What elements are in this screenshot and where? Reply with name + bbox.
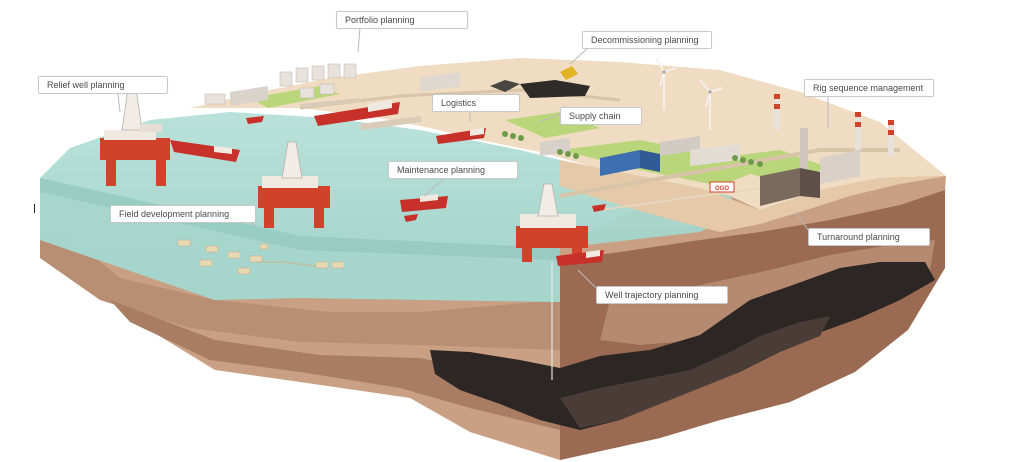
warehouses <box>230 72 740 176</box>
label-portfolio-planning: Portfolio planning <box>336 11 468 29</box>
offshore-rig-well-trajectory <box>516 183 588 380</box>
subsea-modules <box>177 239 345 275</box>
label-relief-well-planning: Relief well planning <box>38 76 168 94</box>
label-rig-sequence-management: Rig sequence management <box>804 79 934 97</box>
refinery-sign-text: OGO <box>715 186 729 192</box>
ships <box>170 100 606 266</box>
label-logistics: Logistics <box>432 94 520 112</box>
jetties <box>300 98 422 130</box>
trees <box>502 131 763 167</box>
wind-turbines <box>655 57 723 130</box>
reservoir-layer <box>430 262 935 430</box>
label-maintenance-planning: Maintenance planning <box>388 161 518 179</box>
storage-tanks <box>204 63 357 105</box>
flare-stacks <box>774 94 894 156</box>
label-turnaround-planning: Turnaround planning <box>808 228 930 246</box>
offshore-rig-field-development <box>258 141 330 228</box>
label-well-trajectory-planning: Well trajectory planning <box>596 286 728 304</box>
label-decommissioning-planning: Decommissioning planning <box>582 31 712 49</box>
label-supply-chain: Supply chain <box>560 107 642 125</box>
refinery <box>709 128 860 206</box>
decommissioning-yard <box>490 66 590 98</box>
turbine-posts <box>662 70 712 94</box>
label-field-development-planning: Field development planning <box>110 205 256 223</box>
text-cursor <box>34 204 35 213</box>
offshore-rig-relief-well <box>100 87 170 186</box>
subsea-pipeline <box>252 261 317 267</box>
